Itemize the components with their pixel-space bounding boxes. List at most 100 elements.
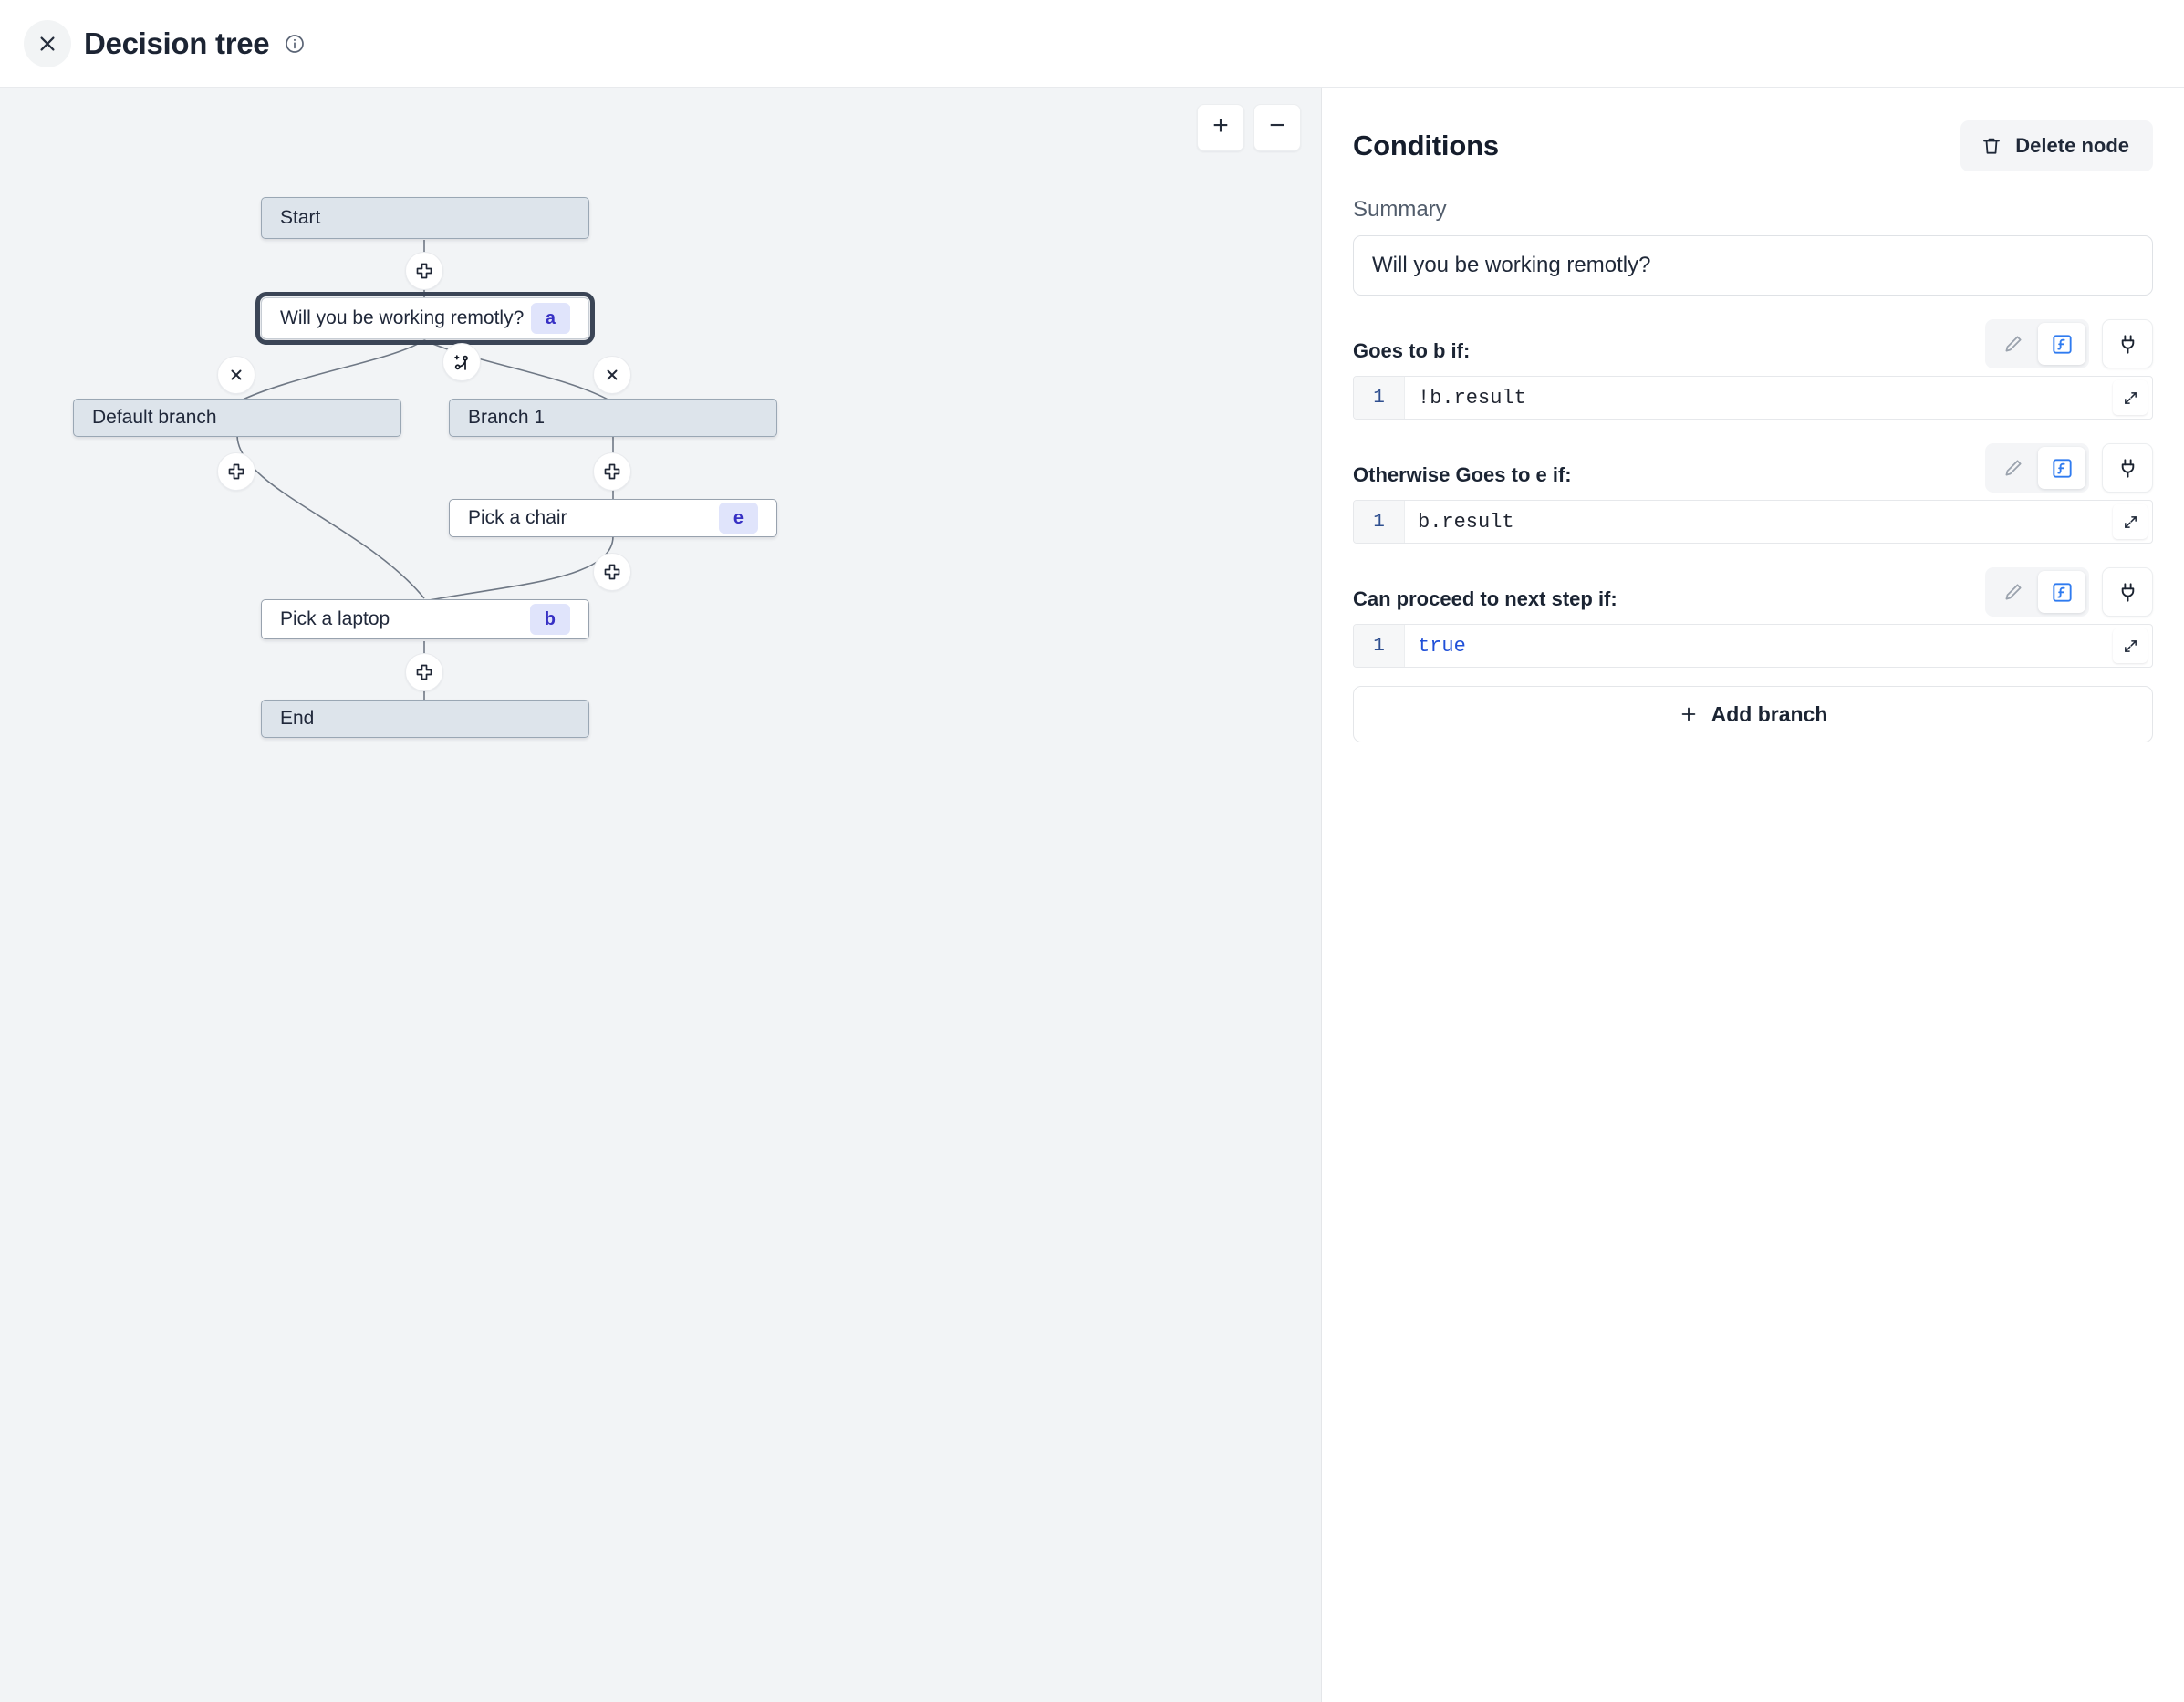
zoom-in-button[interactable]: + bbox=[1197, 104, 1244, 151]
plus-square-icon bbox=[604, 463, 620, 480]
expand-editor-button[interactable] bbox=[2113, 628, 2148, 663]
node-badge-a: a bbox=[530, 303, 570, 334]
node-conditions-a[interactable]: Will you be working remotly? a bbox=[255, 292, 595, 345]
plus-square-icon bbox=[228, 463, 244, 480]
flow-canvas[interactable]: + − bbox=[0, 88, 1322, 1702]
editor-mode-toggle bbox=[1985, 319, 2089, 368]
code-text[interactable]: true bbox=[1418, 634, 1466, 658]
plus-square-icon bbox=[604, 564, 620, 580]
flow-graph: Start Will you be working remotly? a Def… bbox=[0, 88, 1321, 1702]
code-editor[interactable]: 1 true bbox=[1353, 624, 2153, 668]
code-editor[interactable]: 1 b.result bbox=[1353, 500, 2153, 544]
connect-plug-button[interactable] bbox=[2102, 443, 2153, 493]
node-default-branch[interactable]: Default branch bbox=[73, 399, 401, 437]
line-number: 1 bbox=[1354, 625, 1405, 667]
pencil-mode-button[interactable] bbox=[1989, 323, 2036, 365]
plug-icon bbox=[2121, 458, 2134, 478]
plug-icon bbox=[2121, 334, 2134, 354]
add-step-handle-default[interactable] bbox=[217, 452, 255, 491]
node-label: Default branch bbox=[92, 407, 217, 428]
code-editor[interactable]: 1 !b.result bbox=[1353, 376, 2153, 420]
pencil-mode-button[interactable] bbox=[1989, 571, 2036, 613]
function-icon bbox=[2052, 582, 2072, 602]
conditions-panel: Conditions Delete node Summary Goes to b… bbox=[1322, 88, 2184, 1702]
node-label: Pick a chair bbox=[468, 507, 567, 528]
trash-icon bbox=[1983, 138, 2001, 154]
condition-block-2: Can proceed to next step if: bbox=[1353, 567, 2153, 668]
zoom-controls: + − bbox=[1197, 104, 1301, 151]
add-step-handle-start[interactable] bbox=[405, 252, 443, 290]
zoom-out-button[interactable]: − bbox=[1253, 104, 1301, 151]
connect-plug-button[interactable] bbox=[2102, 319, 2153, 368]
function-icon bbox=[2052, 458, 2072, 478]
git-branch-plus-icon bbox=[453, 354, 468, 370]
close-icon bbox=[231, 369, 242, 380]
code-text[interactable]: b.result bbox=[1418, 510, 1514, 534]
main-area: + − bbox=[0, 88, 2184, 1702]
node-badge-b: b bbox=[529, 604, 570, 635]
add-step-handle-chair[interactable] bbox=[593, 553, 631, 591]
add-step-handle-laptop[interactable] bbox=[405, 653, 443, 691]
node-end[interactable]: End bbox=[261, 700, 589, 738]
expand-icon bbox=[2124, 515, 2137, 528]
condition-block-0: Goes to b if: bbox=[1353, 319, 2153, 420]
panel-header: Conditions Delete node bbox=[1353, 120, 2153, 171]
summary-input[interactable] bbox=[1353, 235, 2153, 296]
condition-label: Otherwise Goes to e if: bbox=[1353, 463, 1572, 486]
connect-plug-button[interactable] bbox=[2102, 567, 2153, 617]
node-branch-1[interactable]: Branch 1 bbox=[449, 399, 777, 437]
plug-icon bbox=[2121, 582, 2134, 602]
function-mode-button[interactable] bbox=[2038, 571, 2085, 613]
node-start[interactable]: Start bbox=[261, 197, 589, 239]
condition-tools bbox=[1985, 319, 2153, 368]
function-icon bbox=[2052, 334, 2072, 354]
pencil-icon bbox=[2005, 335, 2022, 351]
condition-tools bbox=[1985, 567, 2153, 617]
top-bar: Decision tree bbox=[0, 0, 2184, 88]
condition-row: Goes to b if: bbox=[1353, 319, 2153, 368]
code-text[interactable]: !b.result bbox=[1418, 386, 1526, 410]
node-label: Pick a laptop bbox=[280, 608, 390, 629]
node-label: End bbox=[280, 708, 315, 729]
pencil-icon bbox=[2005, 459, 2022, 475]
node-pick-a-laptop[interactable]: Pick a laptop b bbox=[261, 599, 589, 639]
page-title: Decision tree bbox=[84, 26, 270, 60]
expand-icon bbox=[2124, 639, 2137, 652]
delete-node-button[interactable]: Delete node bbox=[1960, 120, 2153, 171]
line-number: 1 bbox=[1354, 377, 1405, 419]
condition-row: Can proceed to next step if: bbox=[1353, 567, 2153, 617]
node-pick-a-chair[interactable]: Pick a chair e bbox=[449, 499, 777, 537]
expand-icon bbox=[2124, 391, 2137, 404]
summary-label: Summary bbox=[1353, 197, 1447, 222]
delete-branch-default-handle[interactable] bbox=[217, 356, 255, 394]
condition-row: Otherwise Goes to e if: bbox=[1353, 443, 2153, 493]
line-number: 1 bbox=[1354, 501, 1405, 543]
editor-mode-toggle bbox=[1985, 443, 2089, 493]
condition-tools bbox=[1985, 443, 2153, 493]
condition-label: Can proceed to next step if: bbox=[1353, 587, 1617, 610]
add-step-handle-branch1[interactable] bbox=[593, 452, 631, 491]
delete-branch-1-handle[interactable] bbox=[593, 356, 631, 394]
add-branch-label: Add branch bbox=[1711, 701, 1828, 726]
close-button[interactable] bbox=[24, 19, 71, 67]
delete-node-label: Delete node bbox=[2015, 134, 2129, 157]
function-mode-button[interactable] bbox=[2038, 323, 2085, 365]
expand-editor-button[interactable] bbox=[2113, 380, 2148, 415]
condition-block-1: Otherwise Goes to e if: bbox=[1353, 443, 2153, 544]
node-label: Start bbox=[280, 207, 321, 228]
add-branch-handle[interactable] bbox=[442, 343, 481, 381]
editor-mode-toggle bbox=[1985, 567, 2089, 617]
function-mode-button[interactable] bbox=[2038, 447, 2085, 489]
condition-label: Goes to b if: bbox=[1353, 339, 1471, 362]
node-label: Will you be working remotly? bbox=[280, 307, 525, 328]
plus-icon bbox=[1681, 707, 1695, 721]
node-badge-e: e bbox=[718, 503, 758, 534]
close-icon bbox=[607, 369, 618, 380]
add-branch-button[interactable]: Add branch bbox=[1353, 686, 2153, 742]
close-icon bbox=[40, 36, 55, 51]
expand-editor-button[interactable] bbox=[2113, 504, 2148, 539]
pencil-mode-button[interactable] bbox=[1989, 447, 2036, 489]
pencil-icon bbox=[2005, 583, 2022, 599]
info-icon[interactable] bbox=[284, 33, 306, 55]
node-label: Branch 1 bbox=[468, 407, 546, 428]
